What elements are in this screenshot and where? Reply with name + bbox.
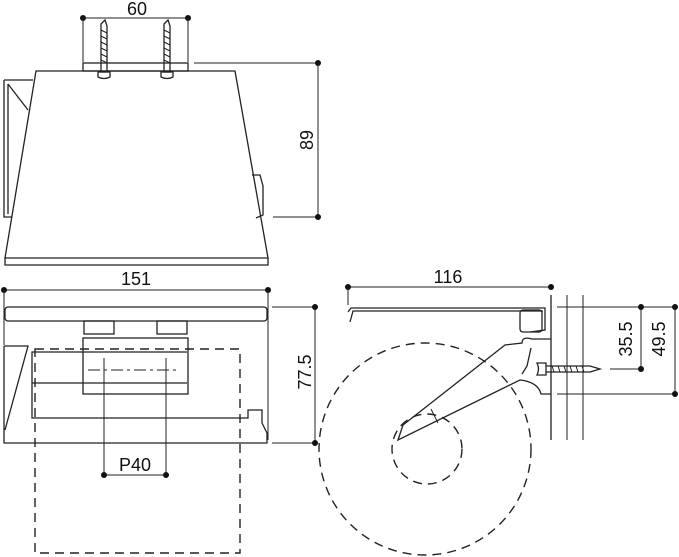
side-view: 116 35.5 49.5 <box>318 267 678 556</box>
left-bracket <box>3 79 33 218</box>
holder-body <box>3 345 268 444</box>
cover-base <box>4 258 269 266</box>
screw-left <box>97 18 111 80</box>
front-view: 60 89 <box>3 0 321 266</box>
cover-body <box>4 70 269 259</box>
right-tab <box>252 174 264 219</box>
dim-label-49-5: 49.5 <box>649 321 669 356</box>
dim-label-p40: P40 <box>119 455 151 475</box>
mount-plate <box>82 62 189 72</box>
wall-screw <box>535 362 603 376</box>
arm <box>396 337 551 442</box>
dim-label-35-5: 35.5 <box>616 321 636 356</box>
dim-label-89: 89 <box>297 130 317 150</box>
bottom-view: 151 P40 77.5 <box>1 269 318 554</box>
dim-label-116: 116 <box>434 267 463 287</box>
paper-roll-circle <box>318 342 532 556</box>
shelf-block <box>519 309 543 333</box>
mount-block <box>82 337 189 395</box>
bracket-right <box>156 320 188 335</box>
dim-label-60: 60 <box>127 0 147 19</box>
shelf-plate <box>4 306 268 322</box>
shelf-side <box>347 307 546 333</box>
bracket-left <box>83 320 115 335</box>
screw-right <box>160 18 174 80</box>
dim-label-151: 151 <box>121 269 151 289</box>
paper-roll-outline <box>34 348 241 554</box>
roll-core-circle <box>391 413 463 485</box>
dim-label-77-5: 77.5 <box>295 354 315 389</box>
